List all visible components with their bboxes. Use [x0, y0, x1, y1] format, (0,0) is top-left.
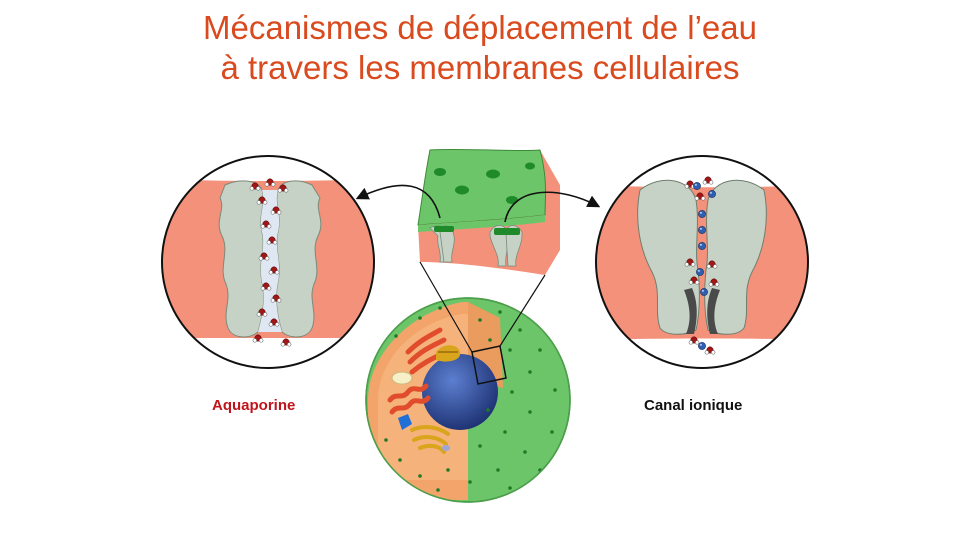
aquaporin-label: Aquaporine: [212, 397, 296, 414]
cell: [365, 297, 571, 503]
ion-particle: [692, 181, 702, 191]
golgi: [410, 425, 450, 454]
ion-channel-zoom: [595, 155, 809, 369]
ion-channel-zoom-border: [595, 155, 809, 369]
vesicle: [391, 371, 413, 385]
ion-particle: [707, 189, 717, 199]
ion-particle: [697, 341, 707, 351]
surface-pore: [486, 169, 500, 179]
ion-channel-protein-right: [704, 179, 767, 335]
aquaporin-protein-right: [275, 180, 322, 338]
zoom-source-box: [471, 345, 507, 385]
arrow-to-aquaporin: [355, 184, 441, 219]
aquaporin-zoom-border: [161, 155, 375, 369]
surface-pore: [434, 168, 446, 176]
ion-particle: [697, 241, 707, 251]
slide-title: Mécanismes de déplacement de l’eau à tra…: [0, 8, 960, 88]
surface-pore: [506, 196, 518, 204]
mini-aquaporin: [429, 225, 455, 263]
ion-channel-label: Canal ionique: [644, 397, 743, 414]
cell-surface-dots: [384, 306, 557, 492]
surface-pore: [525, 162, 535, 170]
ion-particle: [699, 287, 709, 297]
ion-channel-filter-left: [684, 288, 697, 334]
ion-particle: [697, 209, 707, 219]
title-line-1: Mécanismes de déplacement de l’eau: [203, 9, 757, 46]
zoom-guide-left: [419, 261, 473, 353]
title-line-2: à travers les membranes cellulaires: [220, 49, 740, 86]
nucleus: [422, 354, 498, 430]
mitochondria: [436, 345, 461, 362]
ion-channel-filter-right: [707, 288, 720, 334]
surface-pore: [455, 185, 469, 195]
zoom-guide-right: [499, 274, 546, 347]
cell-cutaway: [368, 302, 503, 500]
aquaporin-zoom: [161, 155, 375, 369]
membrane-patch: [417, 148, 560, 275]
ion-particle: [697, 225, 707, 235]
ion-particle: [695, 267, 705, 277]
arrow-to-ion-channel: [504, 191, 601, 223]
lysosome: [398, 414, 412, 430]
mini-ion-channel: [489, 225, 523, 267]
ion-channel-membrane: [596, 185, 808, 340]
